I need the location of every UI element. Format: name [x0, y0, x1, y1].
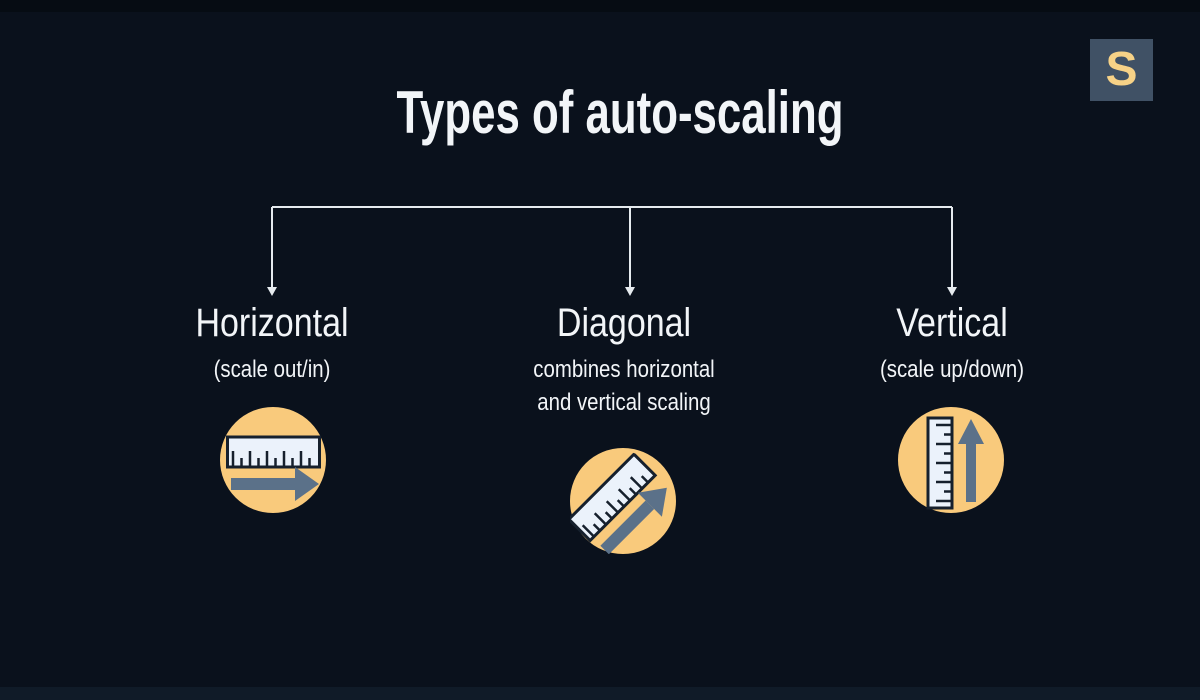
branch-diagonal: Diagonal combines horizontal and vertica… [474, 300, 774, 419]
branch-vertical-description: (scale up/down) [879, 356, 1024, 383]
arrow-down-icon [947, 287, 957, 296]
branch-horizontal-label: Horizontal [195, 301, 349, 345]
ruler-arrow-up-icon [898, 407, 1004, 513]
branch-diagonal-label: Diagonal [556, 301, 692, 345]
brand-logo-badge: S [1090, 39, 1153, 101]
arrow-down-icon [267, 287, 277, 296]
ruler-arrow-right-icon [220, 407, 326, 513]
page-title: Types of auto-scaling [396, 79, 844, 146]
branch-vertical-label: Vertical [896, 301, 1008, 345]
top-border-band [0, 0, 1200, 12]
ruler-arrow-diagonal-icon [570, 448, 676, 554]
branch-horizontal: Horizontal (scale out/in) [122, 300, 422, 386]
branch-diagonal-description: combines horizontal and vertical scaling [533, 356, 715, 416]
brand-logo-letter: S [1105, 43, 1138, 96]
bottom-border-band [0, 687, 1200, 700]
arrow-down-icon [625, 287, 635, 296]
branch-vertical: Vertical (scale up/down) [802, 300, 1102, 386]
branch-horizontal-description: (scale out/in) [213, 356, 331, 383]
